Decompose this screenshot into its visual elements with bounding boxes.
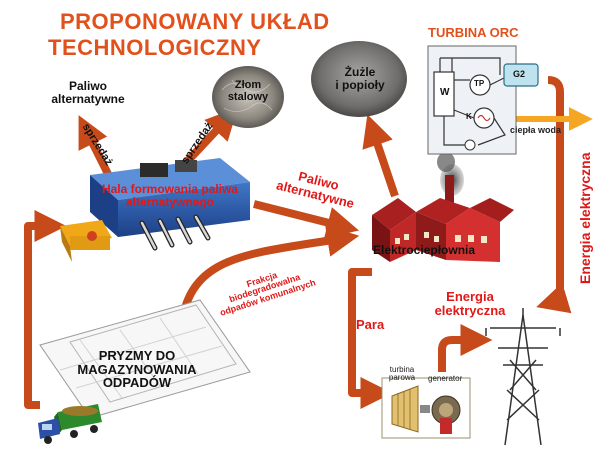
hala-machine (60, 158, 250, 262)
pryzmy-illustration (39, 299, 251, 419)
power-plant (372, 152, 514, 262)
arrow-to-paliwo-top (78, 115, 114, 180)
ciepla-woda-label: ciepła woda (510, 125, 562, 135)
zlom-stalowy-label: Złom stalowy (227, 79, 269, 103)
pryzmy-label: PRYZMY DO MAGAZYNOWANIA ODPADÓW (77, 348, 197, 391)
arrow-generator-to-pylon (438, 324, 493, 372)
electricity-pylon (485, 308, 561, 446)
generator-label: generator (428, 374, 463, 383)
diagram-title-line2: TECHNOLOGICZNY (48, 35, 262, 60)
arrow-truck-loop (24, 210, 67, 409)
truck-illustration (38, 404, 102, 444)
arrow-hala-to-ec (253, 200, 359, 239)
turbina-parowa-label: turbina parowa (388, 365, 416, 383)
elektrocieplownia-label: Elektrociepłownia (373, 243, 476, 257)
energia-elektryczna-vertical-label: Energia elektryczna (577, 152, 593, 284)
paliwo-alternatywne-top-label: Paliwo alternatywne (51, 79, 125, 106)
arrow-to-zuzle (362, 114, 399, 198)
diagram-title-line1: PROPONOWANY UKŁAD (60, 9, 330, 34)
orc-schematic (427, 45, 539, 155)
para-label: Para (356, 317, 385, 332)
orc-g2-label: G2 (513, 69, 526, 79)
zlom-stalowy-pile (212, 66, 284, 128)
arrow-para (348, 268, 393, 409)
steam-turbine-generator (381, 377, 471, 439)
zuzle-label: Żużle i popioły (335, 65, 385, 92)
energia-elektryczna-mid-label: Energia elektryczna (434, 289, 506, 318)
arrow-to-zlom (180, 107, 238, 169)
turbina-orc-label: TURBINA ORC (428, 25, 519, 40)
orc-k-label: K (466, 112, 472, 121)
arrow-orc-to-pylon (536, 76, 572, 314)
zuzle-pile (311, 41, 407, 117)
orc-w-label: W (440, 87, 450, 98)
orc-tp-label: TP (474, 79, 485, 88)
hala-label: Hala formowania paliwa alternatywnego (101, 182, 239, 209)
